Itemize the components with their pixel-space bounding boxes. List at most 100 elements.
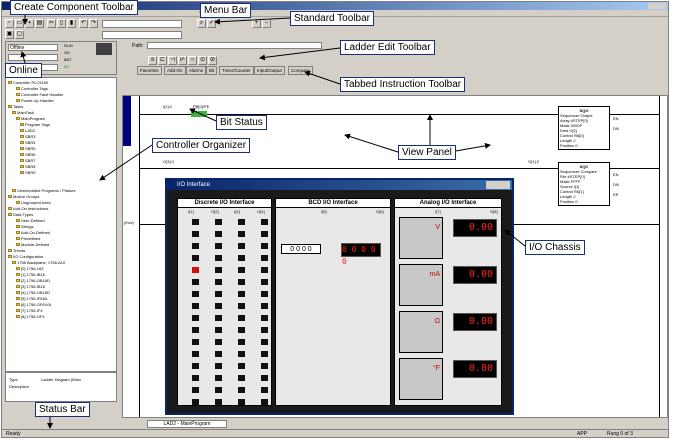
tree-item[interactable]: [3] 1756-IB16: [16, 284, 45, 289]
io-led[interactable]: [238, 339, 245, 345]
io-led[interactable]: [238, 255, 245, 261]
combo-2[interactable]: [102, 31, 182, 39]
io-led[interactable]: [238, 231, 245, 237]
tree-item[interactable]: Controller Tags: [16, 86, 48, 91]
tree-item[interactable]: MainProgram: [16, 116, 45, 121]
io-led[interactable]: [192, 243, 199, 249]
tree-item[interactable]: [6] 1756-OF6V/A: [16, 302, 51, 307]
tree-item[interactable]: Motion Groups: [8, 194, 39, 199]
io-led[interactable]: [192, 375, 199, 381]
tree-item[interactable]: [8] 1756-OF4: [16, 314, 45, 319]
tree-item[interactable]: Controller Fault Handler: [16, 92, 63, 97]
io-led[interactable]: [238, 279, 245, 285]
xio-icon[interactable]: ⊬: [178, 56, 187, 65]
tree-item[interactable]: 1756 Backplane, 1756-A10: [12, 260, 65, 265]
analog-input-meter[interactable]: V: [399, 217, 443, 259]
redo-icon[interactable]: ↷: [89, 19, 98, 28]
verify-icon[interactable]: ✓: [207, 19, 216, 28]
tree-item[interactable]: Add-On Instructions: [8, 206, 48, 211]
analog-input-meter[interactable]: Ω: [399, 311, 443, 353]
tree-item[interactable]: Strings: [16, 224, 33, 229]
save-icon[interactable]: ▪: [25, 19, 34, 28]
copy-icon[interactable]: ▯: [57, 19, 66, 28]
io-led[interactable]: [192, 339, 199, 345]
branch-icon[interactable]: ⊏: [158, 56, 167, 65]
analog-input-meter[interactable]: °F: [399, 358, 443, 400]
tree-item[interactable]: [5] 1756-IF6I/A: [16, 296, 47, 301]
io-led[interactable]: [192, 231, 199, 237]
io-led[interactable]: [192, 351, 199, 357]
io-led[interactable]: [238, 375, 245, 381]
tab-timer-counter[interactable]: Timer/Counter: [219, 66, 254, 75]
otu-icon[interactable]: ⊘: [208, 56, 217, 65]
io-led[interactable]: [238, 291, 245, 297]
paste-icon[interactable]: ▮: [67, 19, 76, 28]
tree-item[interactable]: SBR8: [20, 164, 35, 169]
sequencer-output-block[interactable]: SQO Sequencer Output Array #STEP[0] Mask…: [558, 106, 610, 150]
tree-item[interactable]: SBR4: [20, 140, 35, 145]
tree-item[interactable]: [2] 1756-OB16D: [16, 278, 50, 283]
tab-compare[interactable]: Compare: [288, 66, 313, 75]
zoom-out-icon[interactable]: −: [262, 19, 271, 28]
tree-item[interactable]: Data Types: [8, 212, 33, 217]
io-led[interactable]: [238, 303, 245, 309]
rung-icon[interactable]: ≡: [148, 56, 157, 65]
mode-field-2[interactable]: [8, 54, 58, 61]
tree-item[interactable]: [1] 1756-IB16: [16, 272, 45, 277]
tree-item[interactable]: SBR7: [20, 158, 35, 163]
io-led[interactable]: [238, 267, 245, 273]
undo-icon[interactable]: ↶: [79, 19, 88, 28]
tab-favorites[interactable]: Favorites: [137, 66, 162, 75]
io-led[interactable]: [238, 243, 245, 249]
tree-item[interactable]: Power-Up Handler: [16, 98, 54, 103]
io-led[interactable]: [192, 327, 199, 333]
tree-item[interactable]: SBR3: [20, 134, 35, 139]
new-icon[interactable]: ▫: [5, 19, 14, 28]
search-combo[interactable]: [102, 20, 182, 28]
tree-item[interactable]: SBR9: [20, 170, 35, 175]
io-led[interactable]: [238, 315, 245, 321]
io-led[interactable]: [192, 255, 199, 261]
otl-icon[interactable]: ⊙: [198, 56, 207, 65]
io-led[interactable]: [192, 303, 199, 309]
io-interface-window[interactable]: I/O Interface Discrete I/O Interface I[1…: [165, 178, 514, 415]
bcd-thumbwheel[interactable]: 0 0 0 0: [281, 244, 321, 254]
tree-item[interactable]: MainTask: [12, 110, 34, 115]
io-window-buttons[interactable]: [486, 181, 510, 189]
tree-item[interactable]: SBR5: [20, 146, 35, 151]
sequencer-compare-block[interactable]: SQC Sequencer Compare File #STEP[0] Mask…: [558, 162, 610, 206]
tree-item[interactable]: Tasks: [8, 104, 23, 109]
io-led[interactable]: [192, 291, 199, 297]
tree-item[interactable]: Ungrouped Axes: [16, 200, 51, 205]
routine-tab[interactable]: LAD2 - MainProgram: [147, 420, 227, 428]
open-icon[interactable]: ▭: [15, 19, 24, 28]
tree-item[interactable]: Module-Defined: [16, 242, 49, 247]
io-led[interactable]: [192, 363, 199, 369]
tree-item[interactable]: [0] 1756-L63: [16, 266, 43, 271]
io-led[interactable]: [192, 267, 199, 273]
tree-item[interactable]: User-Defined: [16, 218, 45, 223]
window-controls[interactable]: [648, 3, 666, 9]
tab-bit[interactable]: Bit: [206, 66, 218, 75]
tree-item[interactable]: LAD2: [20, 128, 35, 133]
tab-input-output[interactable]: Input/Output: [254, 66, 285, 75]
tree-item[interactable]: [4] 1756-OB16D: [16, 290, 50, 295]
io-led[interactable]: [238, 387, 245, 393]
io-led[interactable]: [238, 399, 245, 405]
tree-item[interactable]: Add-On-Defined: [16, 230, 50, 235]
tab-alarms[interactable]: Alarms: [186, 66, 207, 75]
xic-icon[interactable]: ⊣: [168, 56, 177, 65]
mode-select[interactable]: Offline: [8, 44, 58, 51]
path-input[interactable]: [147, 42, 322, 49]
zoom-in-icon[interactable]: +: [252, 19, 261, 28]
print-icon[interactable]: ▤: [35, 19, 44, 28]
io-led[interactable]: [192, 315, 199, 321]
create-routine-icon[interactable]: ▢: [15, 30, 24, 39]
tree-item[interactable]: Trends: [8, 248, 25, 253]
io-led[interactable]: [192, 399, 199, 405]
create-tag-icon[interactable]: ▣: [5, 30, 14, 39]
tree-item[interactable]: Predefined: [16, 236, 40, 241]
tree-item[interactable]: Program Tags: [20, 122, 50, 127]
tree-item[interactable]: [7] 1756-IF4: [16, 308, 43, 313]
